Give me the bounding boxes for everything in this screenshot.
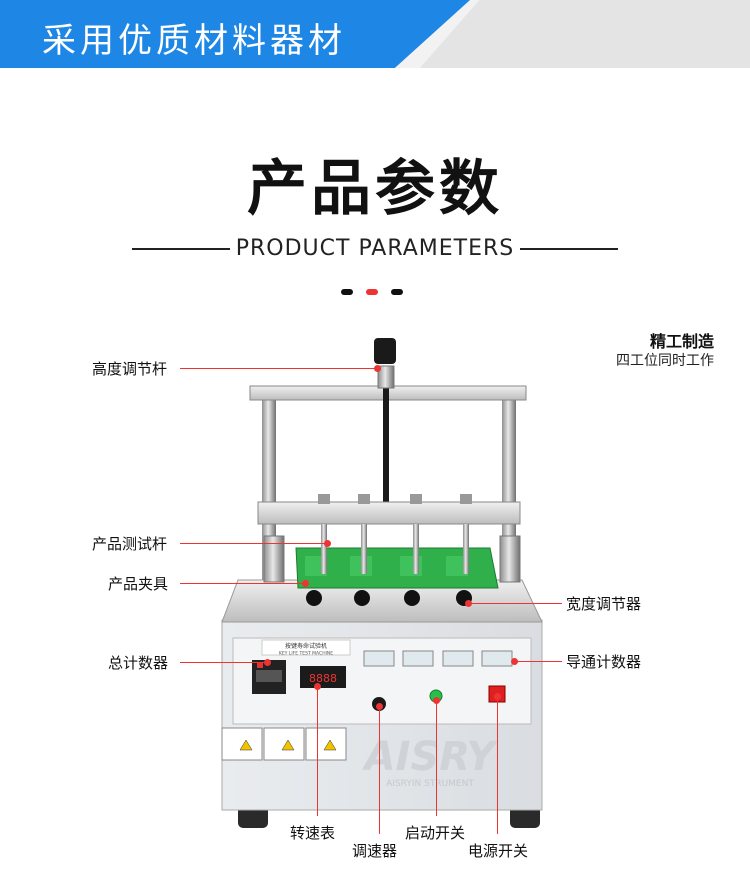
divider-dot-center bbox=[366, 289, 378, 295]
section-title: 产品参数 bbox=[247, 154, 503, 224]
callout-conduction-counter: 导通计数器 bbox=[566, 653, 642, 671]
conduction-counter-3 bbox=[442, 650, 474, 667]
leader-start-switch bbox=[436, 700, 437, 816]
test-rods bbox=[318, 494, 472, 574]
panel-title-box bbox=[261, 639, 351, 656]
leader-height-rod bbox=[180, 368, 376, 369]
middle-crossbar bbox=[257, 501, 521, 525]
width-knob-3 bbox=[404, 590, 420, 606]
warning-label-2 bbox=[263, 727, 305, 761]
leader-dot bbox=[314, 683, 321, 690]
divider-dot-left bbox=[341, 289, 353, 295]
leader-test-rod bbox=[180, 543, 326, 544]
warning-triangle-icon bbox=[239, 739, 253, 751]
banner-grey-stripe bbox=[420, 0, 750, 68]
leader-dot bbox=[494, 693, 501, 700]
total-counter-window bbox=[256, 670, 282, 682]
warning-label-1 bbox=[221, 727, 263, 761]
callout-speed-regulator: 调速器 bbox=[352, 842, 398, 860]
brand-logo: AISRY bbox=[362, 734, 500, 780]
leader-fixture bbox=[180, 583, 304, 584]
height-rod bbox=[383, 386, 389, 520]
banner-blue-block bbox=[0, 0, 470, 68]
leader-dot bbox=[376, 703, 383, 710]
divider-dot-right bbox=[391, 289, 403, 295]
leader-dot bbox=[433, 697, 440, 704]
subtitle-line-right bbox=[520, 248, 618, 250]
height-rod-handle bbox=[374, 338, 396, 364]
panel-title-cn: 按键寿命试验机 bbox=[285, 642, 327, 650]
reset-button bbox=[257, 662, 263, 668]
side-title: 精工制造 bbox=[649, 332, 714, 351]
width-knob-1 bbox=[306, 590, 322, 606]
leader-speed-regulator bbox=[379, 706, 380, 834]
leader-conduction-counter bbox=[514, 661, 562, 662]
leader-width-adjuster bbox=[468, 603, 562, 604]
section-subtitle: PRODUCT PARAMETERS bbox=[235, 236, 515, 261]
leader-dot bbox=[264, 659, 271, 666]
foot-right bbox=[510, 806, 540, 828]
warning-triangle-icon bbox=[281, 739, 295, 751]
column-left-sleeve bbox=[263, 535, 285, 583]
callout-width-adjuster: 宽度调节器 bbox=[566, 595, 642, 613]
leader-dot bbox=[302, 580, 309, 587]
panel-title-en: KEY LIFE TEST MACHINE bbox=[279, 651, 333, 657]
callout-test-rod: 产品测试杆 bbox=[92, 535, 168, 553]
conduction-counter-1 bbox=[363, 650, 395, 667]
callout-start-switch: 启动开关 bbox=[405, 824, 466, 842]
height-rod-collar bbox=[377, 365, 395, 389]
conduction-counter-2 bbox=[402, 650, 434, 667]
column-right bbox=[502, 396, 516, 580]
width-knob-2 bbox=[354, 590, 370, 606]
leader-dot bbox=[465, 600, 472, 607]
leader-power-switch bbox=[497, 696, 498, 834]
side-subtitle: 四工位同时工作 bbox=[616, 353, 714, 369]
callout-total-counter: 总计数器 bbox=[108, 654, 169, 672]
foot-left bbox=[238, 806, 268, 828]
callout-tachometer: 转速表 bbox=[290, 824, 336, 842]
top-banner: 采用优质材料器材 bbox=[0, 0, 750, 68]
leader-dot bbox=[324, 540, 331, 547]
warning-triangle-icon bbox=[323, 739, 337, 751]
tachometer bbox=[300, 666, 346, 688]
tachometer-digits: 8888 bbox=[309, 672, 337, 685]
leader-dot bbox=[511, 658, 518, 665]
brand-sub: AISRYIN STRUMENT bbox=[386, 779, 474, 789]
callout-power-switch: 电源开关 bbox=[468, 842, 529, 860]
callout-height-rod: 高度调节杆 bbox=[92, 360, 168, 378]
subtitle-line-left bbox=[132, 248, 230, 250]
conduction-counter-4 bbox=[481, 650, 513, 667]
leader-tachometer bbox=[317, 686, 318, 816]
leader-total-counter bbox=[180, 662, 266, 663]
column-left bbox=[262, 396, 276, 580]
warning-label-3 bbox=[305, 727, 347, 761]
leader-dot bbox=[374, 365, 381, 372]
callout-fixture: 产品夹具 bbox=[108, 575, 169, 593]
banner-title: 采用优质材料器材 bbox=[42, 21, 346, 61]
column-right-sleeve bbox=[499, 535, 521, 583]
